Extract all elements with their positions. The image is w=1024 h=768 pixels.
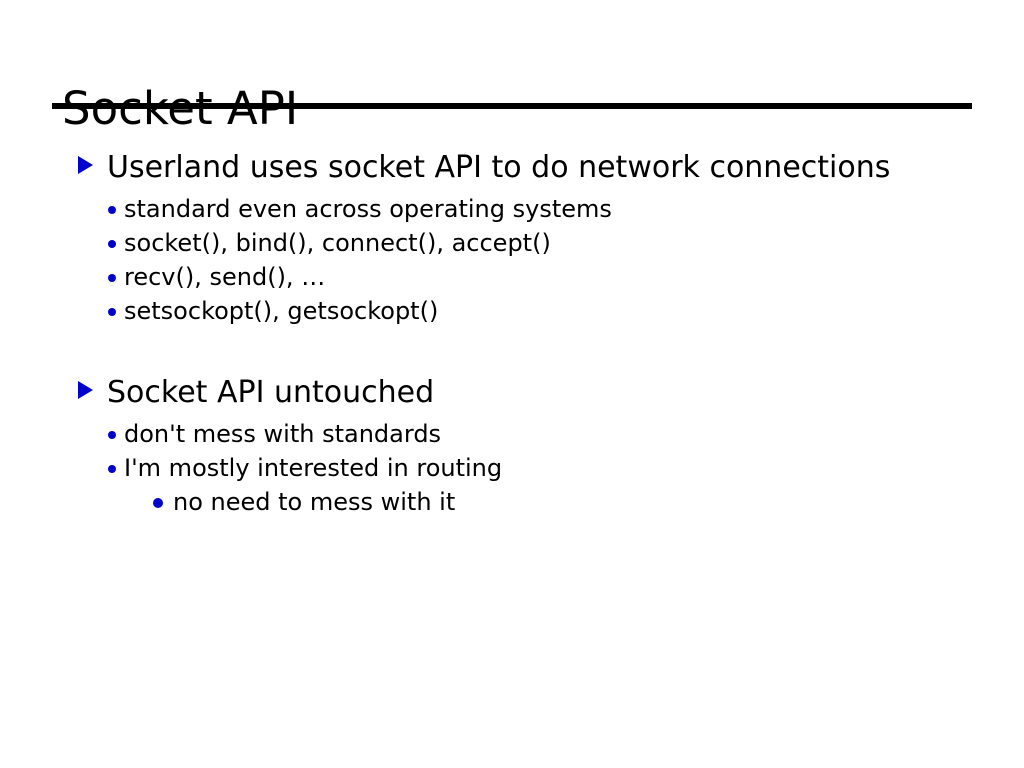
bullet-disc-icon [108, 274, 116, 282]
list-item: Socket API untouched [0, 368, 1024, 417]
list-item-label: socket(), bind(), connect(), accept() [124, 229, 551, 257]
slide-body: Userland uses socket API to do network c… [0, 143, 1024, 519]
list-item-label: standard even across operating systems [124, 195, 612, 223]
title-divider [52, 103, 972, 109]
section-spacer [0, 328, 1024, 368]
bullet-disc-icon [108, 431, 116, 439]
page-title: Socket API [62, 83, 298, 135]
list-item: don't mess with standards [0, 417, 1024, 451]
bullet-disc-icon [108, 465, 116, 473]
bullet-disc-icon [153, 498, 163, 508]
list-item: setsockopt(), getsockopt() [0, 294, 1024, 328]
list-item-label: recv(), send(), … [124, 263, 326, 291]
list-item-label: Userland uses socket API to do network c… [107, 150, 891, 185]
list-item-label: no need to mess with it [173, 488, 456, 516]
list-item: no need to mess with it [0, 485, 1024, 519]
bullet-triangle-icon [78, 381, 93, 399]
bullet-triangle-icon [78, 156, 93, 174]
list-item: I'm mostly interested in routing [0, 451, 1024, 485]
bullet-disc-icon [108, 240, 116, 248]
list-item-label: I'm mostly interested in routing [124, 454, 503, 482]
list-item: Userland uses socket API to do network c… [0, 143, 1024, 192]
list-item: standard even across operating systems [0, 192, 1024, 226]
list-item: socket(), bind(), connect(), accept() [0, 226, 1024, 260]
list-item: recv(), send(), … [0, 260, 1024, 294]
list-item-label: Socket API untouched [107, 375, 435, 410]
bullet-disc-icon [108, 206, 116, 214]
list-item-label: setsockopt(), getsockopt() [124, 297, 439, 325]
bullet-disc-icon [108, 308, 116, 316]
list-item-label: don't mess with standards [124, 420, 442, 448]
